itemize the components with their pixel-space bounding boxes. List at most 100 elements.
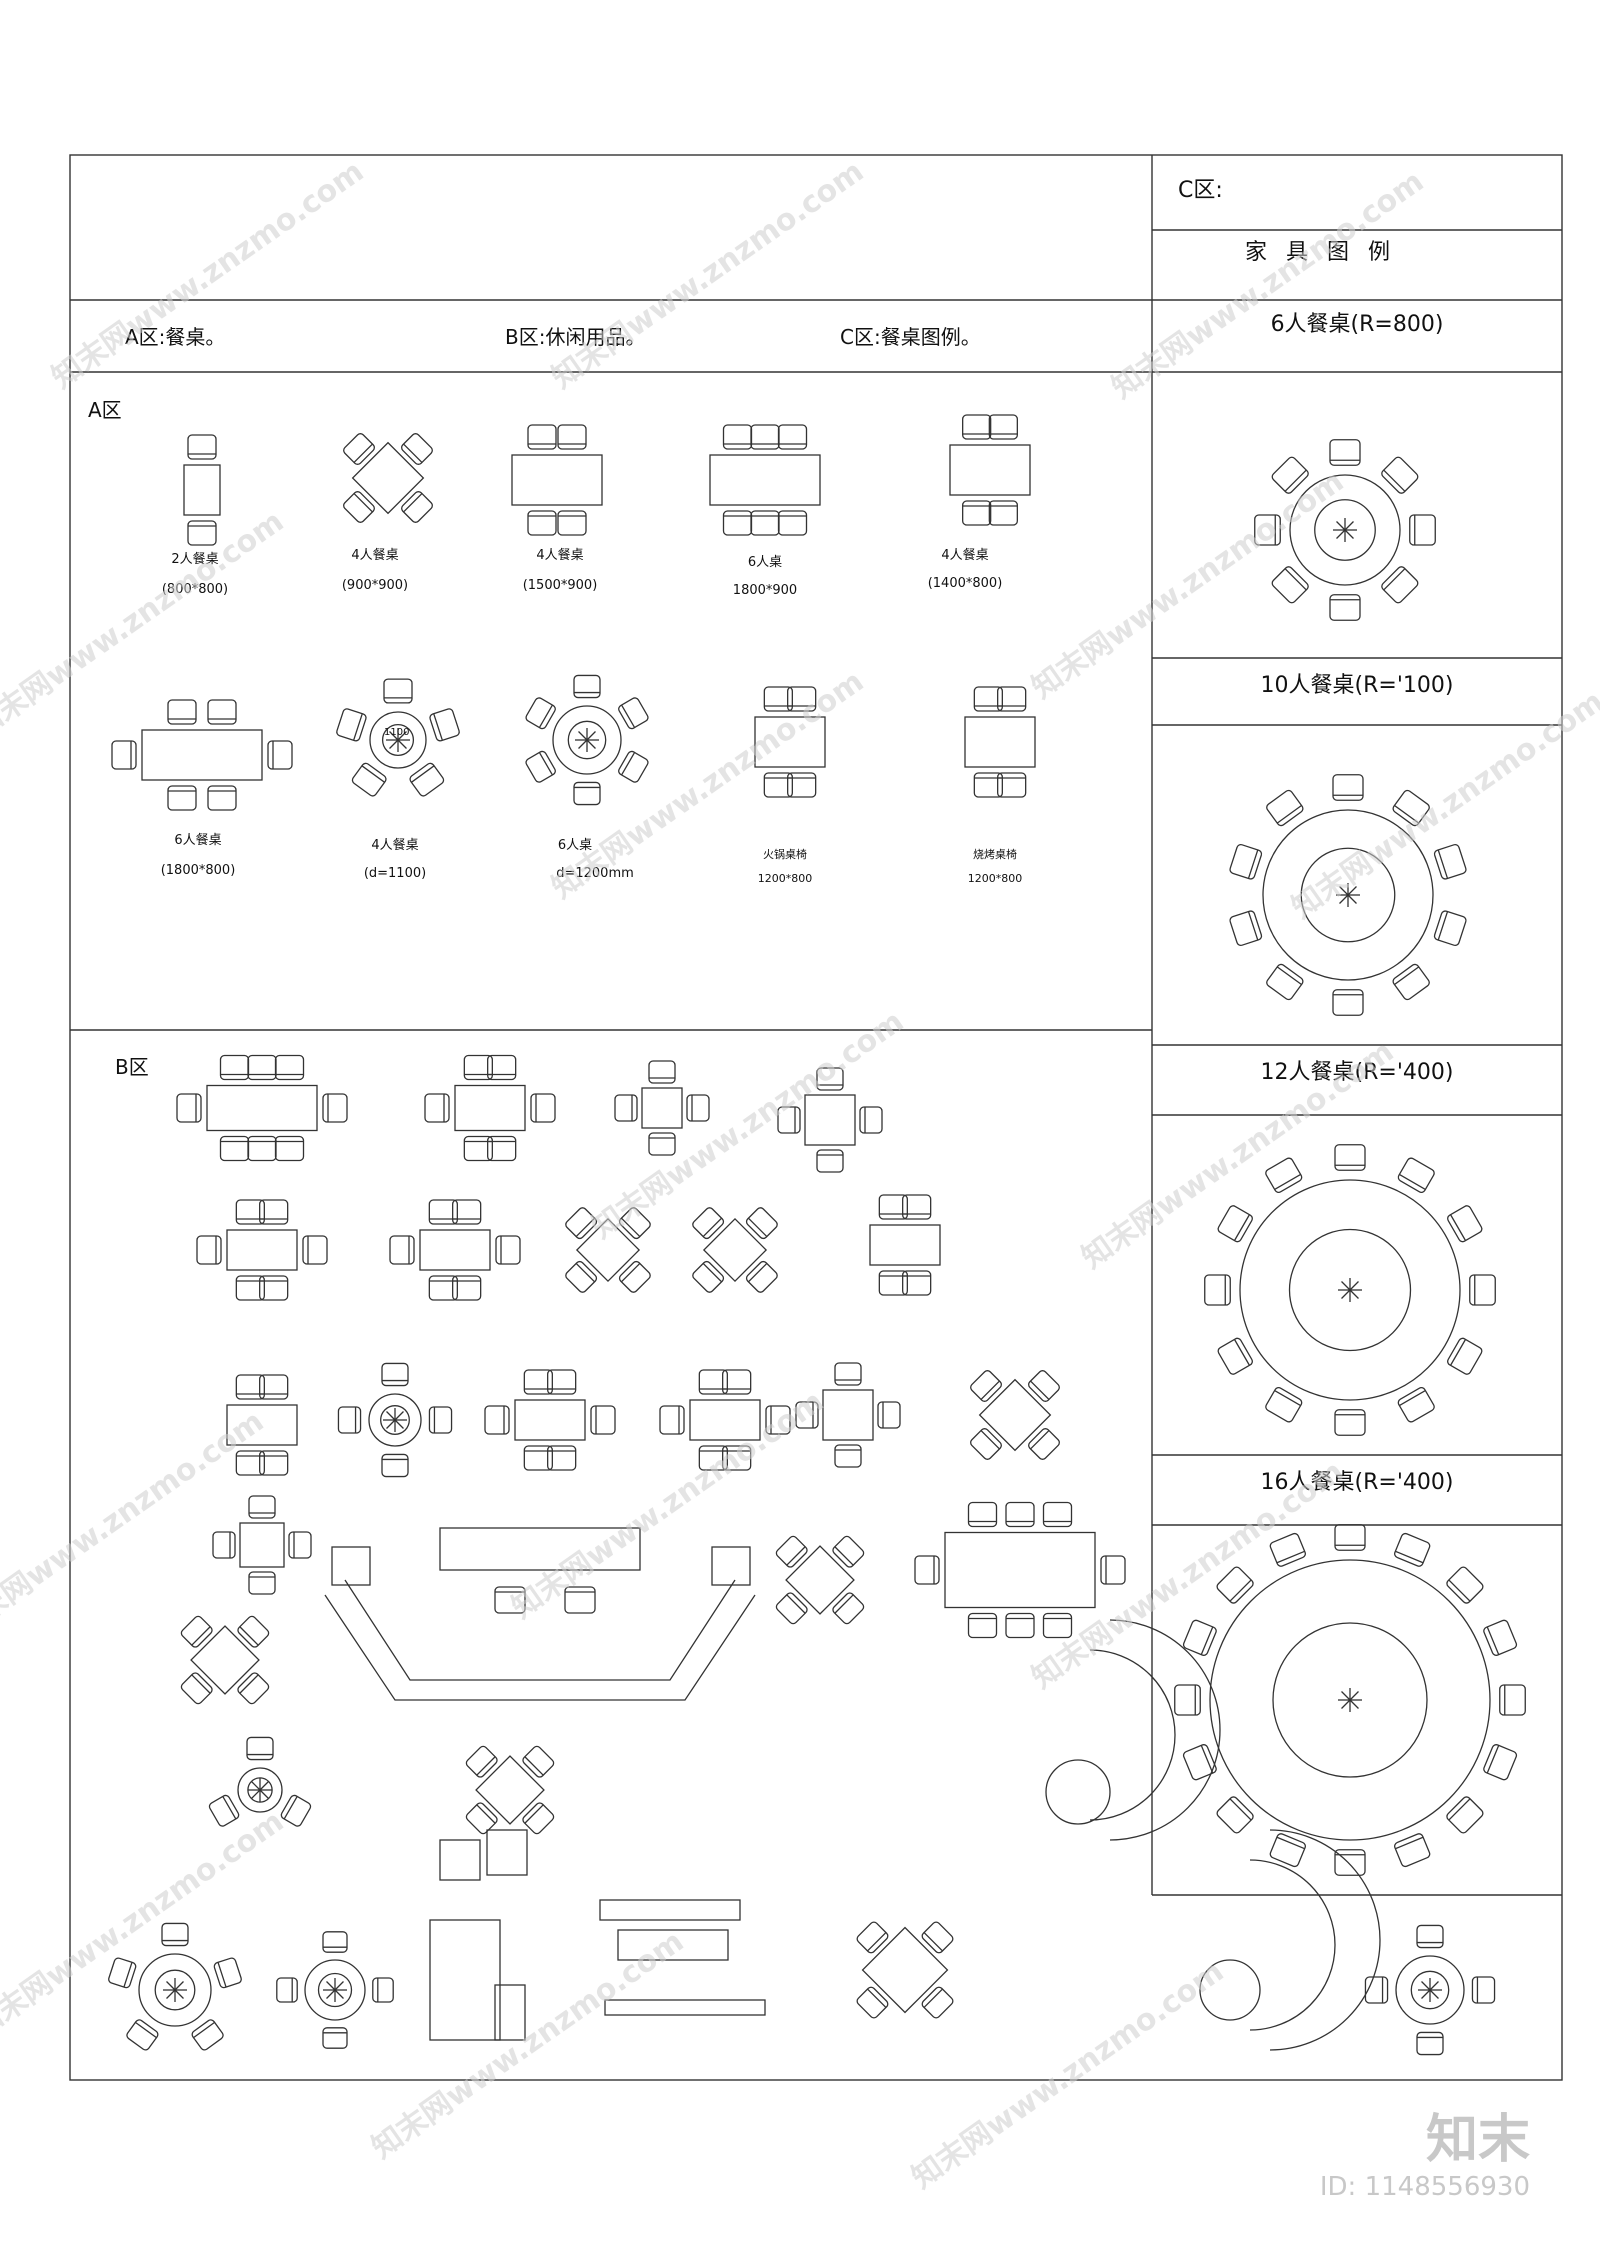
chair bbox=[288, 1531, 312, 1559]
chair bbox=[1499, 1684, 1526, 1716]
a-item-5-size: (1400*800) bbox=[927, 576, 1003, 591]
chair bbox=[777, 424, 808, 450]
dining-table bbox=[176, 1054, 348, 1162]
chair bbox=[259, 1275, 289, 1301]
chair bbox=[1483, 1619, 1518, 1656]
round-table bbox=[108, 1922, 242, 2051]
chair bbox=[967, 1501, 998, 1528]
chair bbox=[618, 750, 649, 783]
chair bbox=[750, 424, 780, 450]
square-table bbox=[614, 1060, 710, 1156]
chair bbox=[167, 699, 197, 725]
chair bbox=[1332, 774, 1364, 801]
chair bbox=[722, 1445, 752, 1471]
a-item-1-size: (800*800) bbox=[161, 582, 229, 597]
chair bbox=[343, 491, 375, 523]
chair bbox=[1216, 1796, 1254, 1834]
chair bbox=[527, 510, 557, 536]
chair bbox=[557, 424, 587, 450]
chair bbox=[745, 1260, 778, 1293]
chair bbox=[208, 1794, 240, 1827]
chair bbox=[1334, 1409, 1366, 1436]
chair bbox=[187, 520, 217, 546]
dining-table bbox=[424, 1054, 556, 1162]
chair bbox=[409, 762, 445, 797]
chair bbox=[1005, 1501, 1035, 1528]
chair bbox=[914, 1555, 940, 1585]
chair bbox=[219, 1135, 250, 1162]
dining-table bbox=[511, 424, 603, 536]
chair bbox=[1364, 1976, 1389, 2004]
round-table-center-label: 1100 bbox=[384, 727, 410, 738]
brand-logo: 知末 bbox=[1425, 2110, 1530, 2170]
chair bbox=[322, 1093, 348, 1123]
chair bbox=[618, 1207, 651, 1240]
chair bbox=[1446, 1566, 1484, 1604]
chair bbox=[176, 1093, 202, 1123]
round-table bbox=[337, 1362, 453, 1478]
chair bbox=[1334, 1849, 1366, 1876]
chair bbox=[213, 1957, 242, 1989]
chair bbox=[970, 1370, 1002, 1402]
chair bbox=[722, 510, 753, 536]
c-item-2-title: 10人餐桌(R='100) bbox=[1260, 673, 1454, 698]
chair bbox=[1329, 594, 1361, 621]
round-table bbox=[1364, 1924, 1496, 2056]
a-item-5-name: 4人餐桌 bbox=[941, 548, 989, 563]
chair bbox=[280, 1794, 312, 1827]
chair bbox=[465, 1802, 498, 1835]
chair bbox=[401, 433, 433, 465]
chair bbox=[816, 1067, 844, 1091]
chair bbox=[530, 1093, 556, 1123]
chair bbox=[207, 699, 237, 725]
heading-b: B区:休闲用品。 bbox=[505, 325, 646, 349]
round-table bbox=[276, 1931, 394, 2049]
chair bbox=[452, 1275, 482, 1301]
square-table bbox=[970, 1370, 1060, 1460]
curved-bar bbox=[1199, 1829, 1381, 2051]
chair bbox=[1392, 789, 1430, 827]
chair bbox=[180, 1672, 213, 1705]
chair bbox=[618, 697, 649, 730]
dining-table bbox=[196, 1199, 328, 1301]
zone-a-drawings bbox=[111, 414, 1036, 811]
chair bbox=[777, 510, 808, 536]
chair bbox=[337, 1406, 362, 1434]
round-table bbox=[208, 1736, 312, 1827]
chair bbox=[573, 674, 601, 699]
chair bbox=[547, 1369, 577, 1395]
dining-table bbox=[914, 1501, 1126, 1639]
chair bbox=[1397, 1157, 1435, 1193]
chair bbox=[618, 1260, 651, 1293]
chair bbox=[988, 500, 1018, 526]
chair bbox=[1381, 456, 1419, 494]
zone-c-drawings bbox=[1174, 439, 1526, 1876]
chair bbox=[267, 740, 293, 770]
chair bbox=[259, 1374, 289, 1400]
chair bbox=[1182, 1744, 1217, 1781]
chair bbox=[997, 772, 1027, 798]
chair bbox=[573, 781, 601, 806]
chair bbox=[1329, 439, 1361, 466]
chair bbox=[1334, 1144, 1366, 1171]
chair bbox=[834, 1362, 862, 1386]
chair bbox=[765, 1405, 791, 1435]
a-item-3-name: 4人餐桌 bbox=[536, 548, 584, 563]
chair bbox=[787, 772, 817, 798]
dining-table bbox=[183, 434, 221, 546]
chair bbox=[921, 1921, 954, 1954]
chair bbox=[1392, 963, 1430, 1001]
chair bbox=[564, 1586, 596, 1614]
chair bbox=[547, 1445, 577, 1471]
chair bbox=[522, 1802, 555, 1835]
chair bbox=[108, 1957, 137, 1989]
chair bbox=[429, 708, 460, 742]
square-table bbox=[465, 1745, 555, 1835]
chair bbox=[1409, 514, 1436, 546]
chair bbox=[212, 1531, 236, 1559]
c-item-4-title: 16人餐桌(R='400) bbox=[1260, 1470, 1454, 1495]
chair bbox=[383, 678, 413, 704]
chair bbox=[1381, 566, 1419, 604]
chair bbox=[745, 1207, 778, 1240]
chair bbox=[207, 785, 237, 811]
